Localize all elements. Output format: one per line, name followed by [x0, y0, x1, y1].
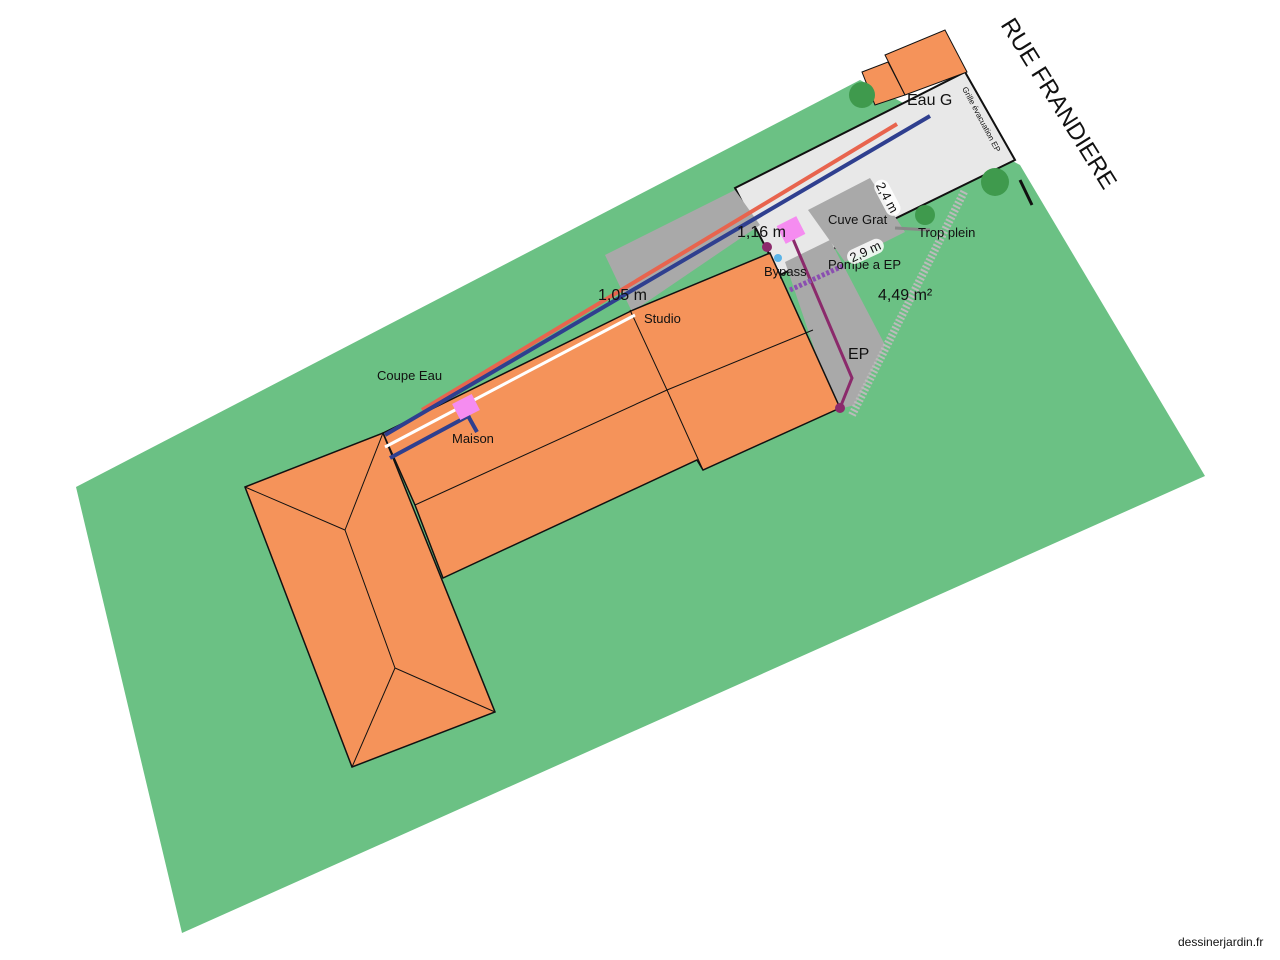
valve-coupe-eau [452, 393, 480, 421]
label-coupe-eau: Coupe Eau [377, 368, 443, 383]
lawn [76, 80, 1205, 933]
outbuilding [884, 29, 968, 96]
label-maison: Maison [452, 431, 494, 446]
hedge [981, 168, 1009, 196]
overflow-pipe [894, 226, 931, 232]
footer-credit[interactable]: dessinerjardin.fr [1178, 935, 1264, 949]
ep-junction [835, 403, 845, 413]
label-dim-1-16: 1,16 m [737, 224, 786, 241]
roof-line [351, 667, 396, 768]
cold-water-pipe [383, 114, 932, 437]
label-cuve: Cuve Grat [828, 212, 888, 227]
label-eau-g: Eau G [907, 92, 953, 109]
label-area: 4,49 m² [878, 287, 933, 304]
label-studio: Studio [644, 311, 681, 326]
studio-wall [629, 309, 704, 471]
street-marker [1018, 179, 1034, 206]
label-dim-1-05: 1,05 m [598, 287, 647, 304]
label-bypass: Bypass [764, 264, 807, 279]
gravel-path [848, 188, 969, 417]
cold-water-branch [389, 413, 471, 460]
label-pompe: Pompe a EP [828, 257, 901, 272]
hot-water-pipe [420, 122, 899, 412]
hedge [849, 82, 875, 108]
bypass-junction [762, 242, 772, 252]
valve-bypass [776, 216, 806, 244]
label-trop-plein: Trop plein [918, 225, 976, 240]
roof-line [344, 432, 384, 531]
label-ep: EP [848, 346, 870, 363]
rain-pipe-dotted [788, 262, 847, 293]
white-pipe [384, 313, 636, 449]
hedge [915, 205, 935, 225]
roof-ridge [244, 486, 496, 713]
pump-icon [774, 254, 782, 262]
